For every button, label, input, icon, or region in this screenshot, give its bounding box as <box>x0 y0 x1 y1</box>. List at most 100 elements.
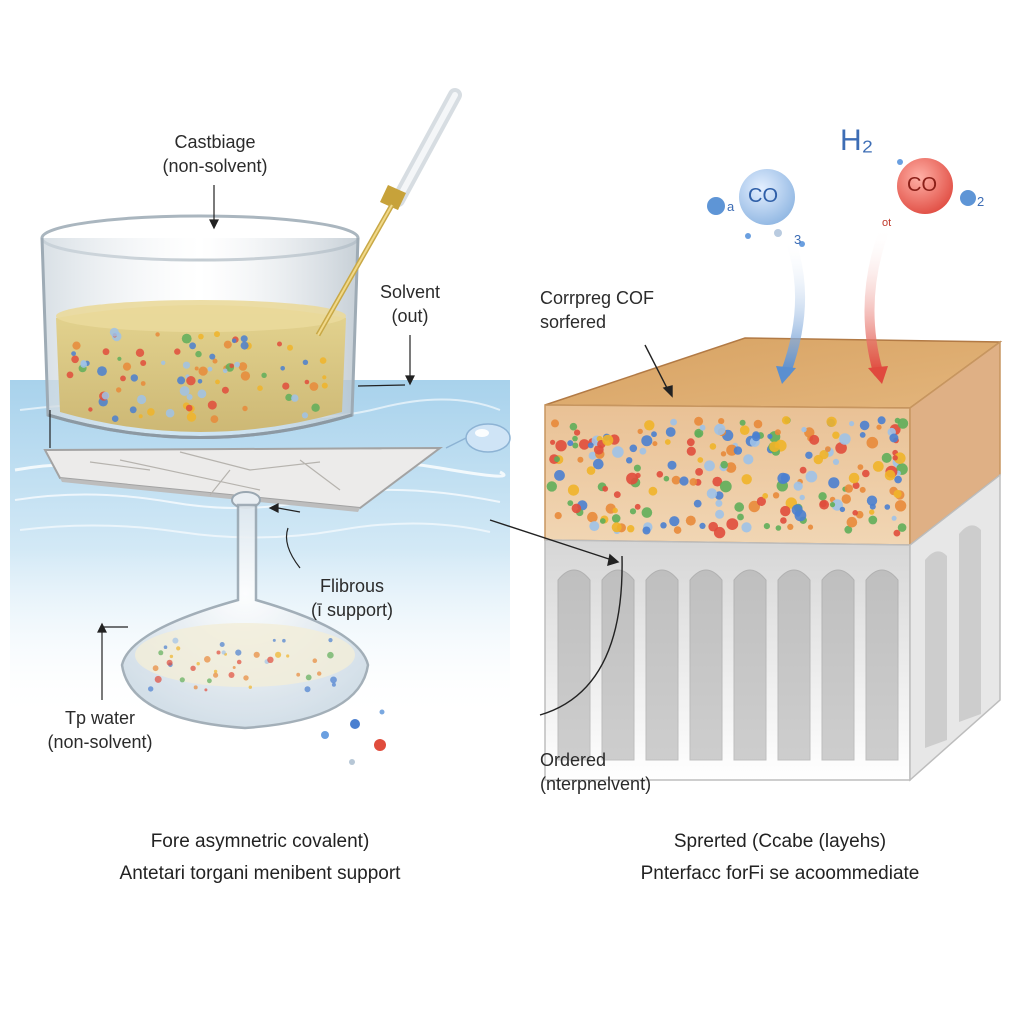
particle <box>214 331 220 338</box>
particle <box>852 482 860 489</box>
particle <box>709 443 717 450</box>
particle <box>791 504 803 516</box>
particle <box>140 360 147 366</box>
particle <box>832 458 840 465</box>
caption-left: Fore asymnetric covalent) Antetari torga… <box>80 826 440 890</box>
particle <box>169 654 174 659</box>
particle <box>876 424 882 430</box>
particle <box>685 515 696 526</box>
particle <box>733 446 743 455</box>
particle <box>762 493 769 499</box>
particle <box>229 363 234 369</box>
particle <box>101 391 110 400</box>
pipette-icon <box>315 88 462 337</box>
loose-particles <box>321 709 386 765</box>
particle <box>602 485 609 492</box>
particle <box>775 525 782 531</box>
flask-particles <box>148 637 337 693</box>
pore-column <box>601 569 635 761</box>
particle <box>66 371 74 379</box>
particle <box>186 376 196 386</box>
support-pores <box>557 525 981 761</box>
particle <box>231 338 237 344</box>
particle <box>593 458 604 470</box>
particle <box>282 638 286 643</box>
particle <box>216 650 221 655</box>
particle <box>129 406 137 414</box>
particle <box>571 503 582 514</box>
pore-column <box>645 569 679 761</box>
particle <box>664 439 671 445</box>
particle <box>177 376 186 385</box>
particle <box>140 381 146 386</box>
particle <box>741 522 752 533</box>
particle <box>671 475 681 485</box>
label-castbiage-line1: Castbiage <box>174 132 256 152</box>
particle <box>689 478 698 486</box>
particle <box>179 386 190 396</box>
particle <box>694 416 704 426</box>
caption-left-line2: Antetari torgani menibent support <box>119 863 401 884</box>
particle <box>305 674 312 681</box>
particle <box>801 426 807 433</box>
particle <box>859 420 870 431</box>
particle <box>641 507 653 518</box>
particle <box>739 419 746 426</box>
particle <box>204 656 211 663</box>
particle <box>190 665 196 671</box>
particle <box>841 494 851 504</box>
particle <box>679 476 689 486</box>
particle <box>892 455 898 461</box>
particle <box>161 360 166 365</box>
label-ordered: Ordered (nterpnelvent) <box>540 748 690 796</box>
particle <box>102 348 110 356</box>
particle <box>88 407 93 412</box>
particle <box>894 452 906 465</box>
particle <box>554 456 560 463</box>
particle <box>120 375 126 382</box>
particle <box>866 495 878 506</box>
particle <box>588 451 597 460</box>
particle <box>889 433 899 443</box>
particle <box>686 438 695 447</box>
particle <box>240 371 251 381</box>
particle <box>894 500 907 512</box>
particle <box>209 353 216 360</box>
particle <box>809 434 820 445</box>
particle <box>673 526 682 534</box>
membrane-sheet <box>43 446 444 512</box>
particle <box>859 486 866 493</box>
particle <box>555 440 567 452</box>
pore-column <box>865 569 899 761</box>
particle <box>839 433 851 445</box>
particle <box>697 457 704 463</box>
label-tap-water: Tp water (non-solvent) <box>30 706 170 754</box>
particle <box>586 466 596 475</box>
particle <box>799 466 807 474</box>
particle <box>587 442 594 449</box>
particle <box>181 333 192 344</box>
particle <box>613 491 621 498</box>
right-pointers <box>489 344 673 716</box>
particle <box>629 444 638 453</box>
particle <box>261 372 267 378</box>
label-solvent: Solvent (out) <box>360 280 460 328</box>
particle <box>155 332 160 337</box>
particle <box>634 503 641 510</box>
particle <box>799 494 805 501</box>
particle <box>897 523 907 532</box>
particle <box>862 469 870 478</box>
particle <box>172 637 179 644</box>
particle <box>644 420 655 431</box>
pore-column <box>733 569 767 761</box>
label-h2: H₂ <box>840 124 874 157</box>
particle <box>232 666 236 669</box>
label-small-right: 2 <box>977 194 985 209</box>
particle <box>212 358 218 364</box>
particle <box>185 404 193 412</box>
particle <box>734 502 744 512</box>
particle <box>648 486 658 496</box>
particle <box>546 481 557 492</box>
label-cof-layer: Corrpreg COF sorfered <box>540 286 680 334</box>
particle <box>219 642 225 647</box>
